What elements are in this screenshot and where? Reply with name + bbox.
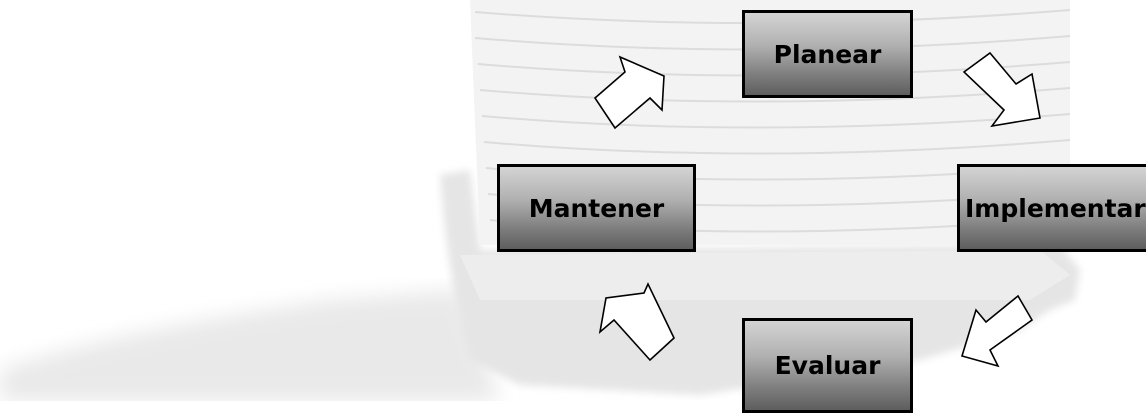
arrow-down-left-icon [962,296,1032,366]
cycle-arrows [0,0,1146,401]
arrow-down-right-icon [964,53,1040,126]
arrow-up-right-icon [595,57,664,128]
arrow-up-left-icon [600,284,674,360]
